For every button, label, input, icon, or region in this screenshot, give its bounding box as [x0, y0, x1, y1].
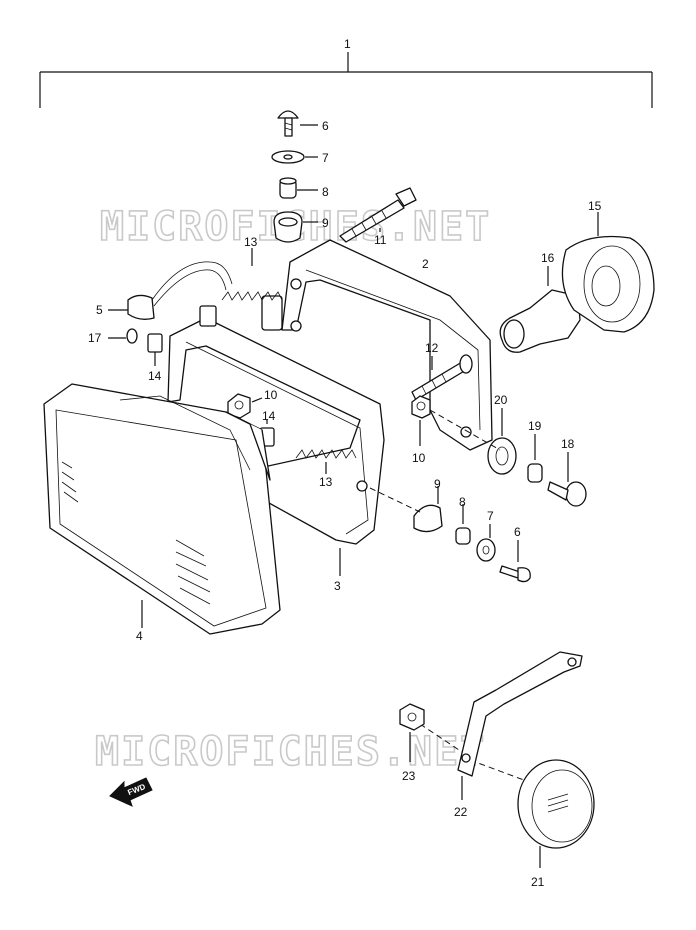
clip-part-14-left — [147, 333, 163, 366]
assembly-bracket — [39, 52, 653, 108]
washer-part-7-bottom — [476, 524, 496, 562]
callout-14-center: 14 — [262, 409, 276, 423]
fwd-arrow-icon: FWD — [109, 777, 153, 807]
nut-part-10-center — [227, 393, 263, 419]
callout-6-top: 6 — [322, 119, 329, 133]
bracket-part-22 — [457, 651, 583, 800]
lamp-part-21 — [517, 759, 595, 868]
headlight-part-4 — [43, 383, 281, 635]
callout-7-bottom: 7 — [487, 509, 494, 523]
callout-12: 12 — [425, 341, 439, 355]
bolt-part-18 — [547, 452, 587, 507]
watermark-bottom: MICROFICHES.NET — [95, 729, 486, 775]
callout-23: 23 — [402, 769, 416, 783]
spring-part-13-top — [221, 248, 283, 301]
callout-17: 17 — [88, 331, 102, 345]
callout-labels: 1 6 7 8 9 11 13 2 15 16 5 17 14 12 10 14… — [88, 37, 602, 889]
callout-18: 18 — [561, 437, 575, 451]
spring-part-13-bottom — [295, 449, 357, 474]
washer-part-7-top — [271, 150, 318, 164]
callout-13-top: 13 — [244, 235, 258, 249]
nut-part-10-right — [411, 395, 431, 446]
callout-8-top: 8 — [322, 185, 329, 199]
callout-13-bottom: 13 — [319, 475, 333, 489]
callout-21: 21 — [531, 875, 545, 889]
housing-part-15 — [561, 212, 655, 333]
grommet-part-9-top — [273, 211, 318, 243]
callout-9-top: 9 — [322, 216, 329, 230]
callout-7-top: 7 — [322, 151, 329, 165]
callout-9-bottom: 9 — [434, 477, 441, 491]
callout-15: 15 — [588, 199, 602, 213]
callout-10-right: 10 — [412, 451, 426, 465]
callout-5: 5 — [96, 303, 103, 317]
callout-4: 4 — [136, 629, 143, 643]
callout-2: 2 — [422, 257, 429, 271]
screw-part-6-top — [277, 110, 318, 137]
callout-8-bottom: 8 — [459, 495, 466, 509]
callout-11: 11 — [374, 233, 387, 247]
callout-6-bottom: 6 — [514, 525, 521, 539]
collar-part-8-bottom — [455, 504, 471, 545]
bracket-part-2 — [261, 239, 493, 451]
callout-1: 1 — [344, 37, 351, 51]
bolt-part-12 — [411, 354, 473, 401]
callout-10-center: 10 — [264, 388, 278, 402]
callout-16: 16 — [541, 251, 555, 265]
callout-19: 19 — [528, 419, 542, 433]
collar-part-19 — [527, 434, 543, 483]
screw-part-6-bottom — [499, 540, 531, 583]
socket-part-5 — [108, 261, 233, 344]
collar-part-8-top — [279, 177, 318, 199]
nut-part-23 — [399, 703, 425, 762]
grommet-part-9-bottom — [413, 486, 443, 533]
bolt-part-11 — [339, 187, 417, 243]
callout-3: 3 — [334, 579, 341, 593]
callout-22: 22 — [454, 805, 468, 819]
callout-14-left: 14 — [148, 369, 162, 383]
callout-20: 20 — [494, 393, 508, 407]
